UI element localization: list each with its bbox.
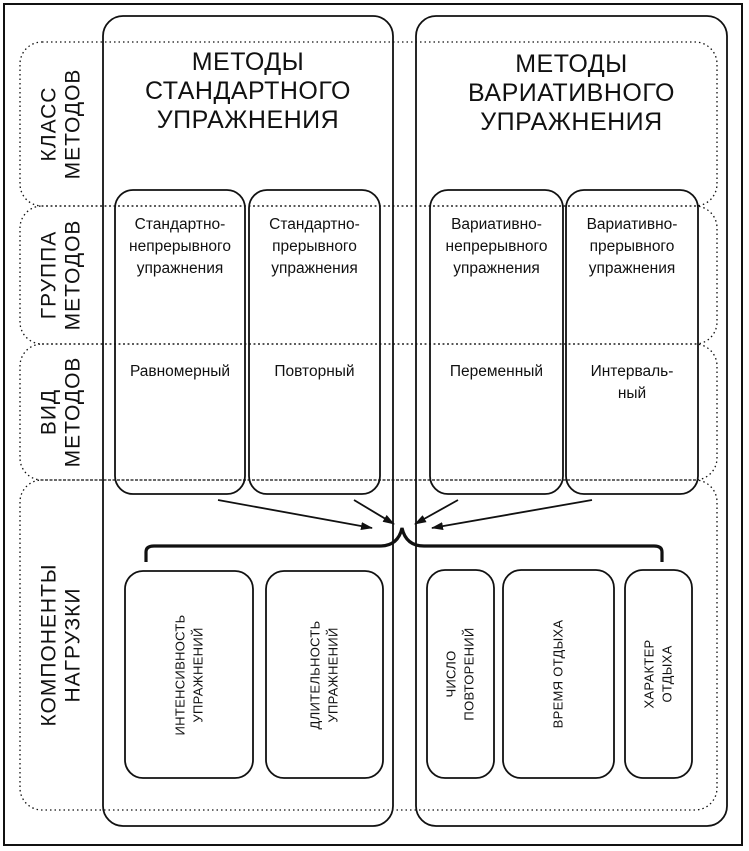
row-label-components: КОМПОНЕНТЫ НАГРУЗКИ [37,563,85,727]
component-text-2: ДЛИТЕЛЬНОСТЬ УПРАЖНЕНИЙ [307,620,341,729]
arrow-1 [217,499,373,530]
arrow-3 [414,499,459,525]
component-text-1: ИНТЕНСИВНОСТЬ УПРАЖНЕНИЙ [172,614,205,735]
kind-text-4: Интерваль- ный [590,363,674,402]
group-text-1: Стандартно- непрерывного упражнения [129,216,231,277]
class-title-variative: МЕТОДЫ ВАРИАТИВНОГО УПРАЖНЕНИЯ [468,50,675,136]
row-label-kind: ВИД МЕТОДОВ [37,356,85,468]
row-band-class [19,41,718,207]
arrow-4 [431,499,593,531]
group-box-2 [248,189,381,495]
group-box-1 [114,189,246,495]
component-text-4: ВРЕМЯ ОТДЫХА [550,619,566,729]
component-box-1 [124,570,254,779]
row-label-class: КЛАСС МЕТОДОВ [37,68,85,180]
diagram-frame [3,3,743,846]
class-column-standard [102,15,394,827]
group-text-2: Стандартно- прерывного упражнения [269,216,360,277]
component-text-3: ЧИСЛО ПОВТОРЕНИЙ [443,627,477,721]
group-box-4 [565,189,699,495]
kind-text-1: Равномерный [129,363,231,380]
components-brace [144,527,664,562]
component-box-4 [502,569,615,779]
group-text-3: Вариативно- непрерывного упражнения [445,216,548,277]
class-title-standard: МЕТОДЫ СТАНДАРТНОГО УПРАЖНЕНИЯ [145,48,351,134]
row-band-group [19,205,718,345]
class-column-variative [415,15,728,827]
component-box-5 [624,569,693,779]
arrow-2 [353,499,395,525]
component-box-3 [426,569,495,779]
component-text-5: ХАРАКТЕР ОТДЫХА [641,639,675,709]
row-label-group: ГРУППА МЕТОДОВ [37,219,85,331]
group-text-4: Вариативно- прерывного упражнения [586,216,678,277]
kind-text-3: Переменный [449,363,544,380]
group-box-3 [429,189,564,495]
kind-text-2: Повторный [274,363,355,380]
component-box-2 [265,570,384,779]
